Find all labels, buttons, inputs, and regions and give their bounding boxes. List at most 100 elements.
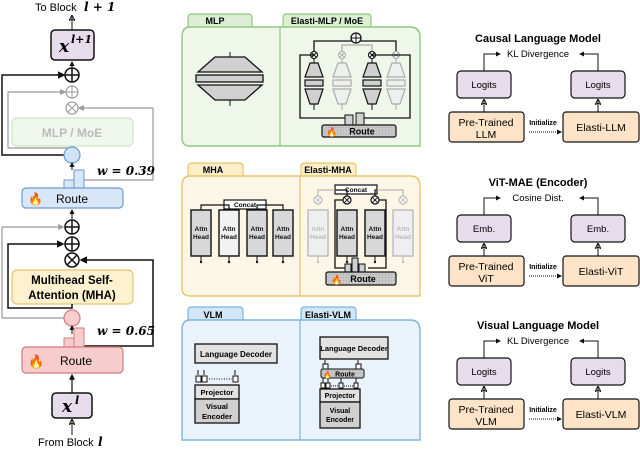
- fire-icon: 🔥: [331, 274, 342, 285]
- route-gate-icon: [63, 309, 81, 327]
- multiply-op-icon: [64, 252, 80, 268]
- training-title: ViT-MAE (Encoder): [489, 177, 588, 189]
- teacher-output-label: Logits: [471, 80, 497, 91]
- teacher-output-box: [456, 214, 512, 243]
- output-node: [50, 29, 95, 61]
- svg-text:Attn: Attn: [277, 226, 290, 233]
- multiply-op-icon: [398, 195, 408, 205]
- tab-elasti-mha-label: Elasti-MHA: [304, 165, 352, 175]
- route-top-label: Route: [56, 192, 88, 206]
- initialize-label: Initialize: [529, 264, 557, 271]
- multiply-op-icon: [370, 195, 380, 205]
- elasti-concat-box-label: Concat: [345, 187, 368, 194]
- fire-icon: 🔥: [326, 126, 337, 137]
- mlp-panel: MLP Elasti-MLP / MoE 🔥 Route: [181, 13, 421, 147]
- weight-mha: w = 0.65: [97, 324, 155, 338]
- svg-text:Head: Head: [395, 234, 411, 241]
- elasti-visual-encoder-box: [319, 401, 361, 429]
- svg-text:Attn: Attn: [251, 226, 264, 233]
- route-top-box: [21, 187, 124, 209]
- student-model-label: Elasti-ViT: [579, 266, 624, 278]
- teacher-model-label-1: Pre-Trained: [458, 261, 513, 273]
- tab-vlm: [187, 306, 244, 320]
- svg-text:Head: Head: [310, 234, 326, 241]
- loss-label: KL Divergence: [507, 336, 569, 347]
- route-gate-icon: [63, 146, 81, 164]
- input-node: [51, 392, 93, 419]
- elasti-projector-label: Projector: [325, 393, 356, 400]
- tab-elasti-vlm-label: Elasti-VLM: [305, 310, 351, 320]
- mha-label-2: Attention (MHA): [28, 290, 116, 302]
- tab-mlp-label: MLP: [206, 16, 225, 26]
- student-output-label: Logits: [585, 80, 611, 91]
- visual-tokens: [195, 370, 239, 383]
- teacher-output-label: Logits: [471, 367, 497, 378]
- elasti-vlm-route-box: [320, 368, 365, 379]
- elasti-mha-route-label: Route: [350, 274, 376, 284]
- concat-box-label: Concat: [234, 202, 257, 209]
- training-panel: ViT-MAE (Encoder) Cosine Dist. Emb. Emb. Pre…: [448, 177, 640, 287]
- language-decoder-box: [194, 343, 278, 364]
- output-sup: l+1: [71, 33, 92, 46]
- svg-text:Head: Head: [367, 234, 383, 241]
- mha-label-1: Multihead Self-: [31, 275, 113, 287]
- weight-mlp: w = 0.39: [97, 164, 156, 178]
- visual-encoder-label-1: Visual: [206, 402, 228, 411]
- tab-elasti-vlm: [300, 306, 357, 320]
- add-op-icon: [64, 219, 80, 235]
- elasti-vlm-route-label: Route: [335, 372, 355, 379]
- vlm-panel: VLM Elasti-VLM Language Decoder Projecto…: [181, 306, 421, 441]
- student-output-label: Emb.: [587, 224, 609, 235]
- tab-mha-label: MHA: [203, 165, 224, 175]
- elasti-visual-encoder-label-1: Visual: [330, 408, 351, 415]
- add-op-icon: [350, 32, 362, 44]
- elasti-language-decoder-box: [319, 336, 389, 360]
- svg-text:Attn: Attn: [369, 226, 382, 233]
- student-output-label: Logits: [585, 367, 611, 378]
- multiply-op-icon: [342, 195, 352, 205]
- svg-text:Head: Head: [275, 234, 291, 241]
- teacher-output-box: [456, 70, 512, 99]
- svg-text:Attn: Attn: [312, 226, 325, 233]
- fire-icon: 🔥: [323, 370, 332, 379]
- to-block-math: l + 1: [84, 0, 115, 14]
- loss-label: Cosine Dist.: [512, 193, 563, 204]
- elasti-language-decoder-label: Language Decoder: [320, 344, 388, 353]
- initialize-label: Initialize: [529, 120, 557, 127]
- tab-elasti-mlp-label: Elasti-MLP / MoE: [291, 16, 363, 26]
- to-block-label: To Block: [35, 2, 77, 14]
- teacher-model-label-1: Pre-Trained: [458, 404, 513, 416]
- fire-icon: 🔥: [28, 192, 43, 206]
- student-output-box: [570, 214, 626, 243]
- elasti-mlp-experts: 🔥 Route: [299, 32, 411, 138]
- loss-label: KL Divergence: [507, 49, 569, 60]
- student-model-box: [562, 398, 640, 430]
- tab-elasti-mha: [300, 162, 357, 176]
- language-decoder-label: Language Decoder: [200, 350, 272, 359]
- svg-text:Head: Head: [339, 234, 355, 241]
- multiply-op-icon: [337, 50, 347, 60]
- student-output-box: [570, 70, 626, 99]
- initialize-label: Initialize: [529, 407, 557, 414]
- expert-icon: [332, 50, 352, 110]
- tab-elasti-mlp: [282, 13, 372, 27]
- training-title: Causal Language Model: [475, 33, 601, 45]
- elasti-mlp-route-label: Route: [349, 127, 375, 137]
- teacher-model-label-1: Pre-Trained: [458, 117, 513, 129]
- add-op-icon: [64, 67, 80, 83]
- from-block-label: From Block: [38, 437, 94, 449]
- transformer-block: To Block l + 1 x l+1 MLP / MoE: [1, 0, 156, 449]
- svg-text:Attn: Attn: [397, 226, 410, 233]
- training-title: Visual Language Model: [477, 320, 599, 332]
- teacher-model-label-2: VLM: [475, 416, 497, 428]
- svg-text:Head: Head: [249, 234, 265, 241]
- teacher-output-label: Emb.: [473, 224, 495, 235]
- student-output-box: [570, 357, 626, 386]
- teacher-model-box: [448, 398, 525, 430]
